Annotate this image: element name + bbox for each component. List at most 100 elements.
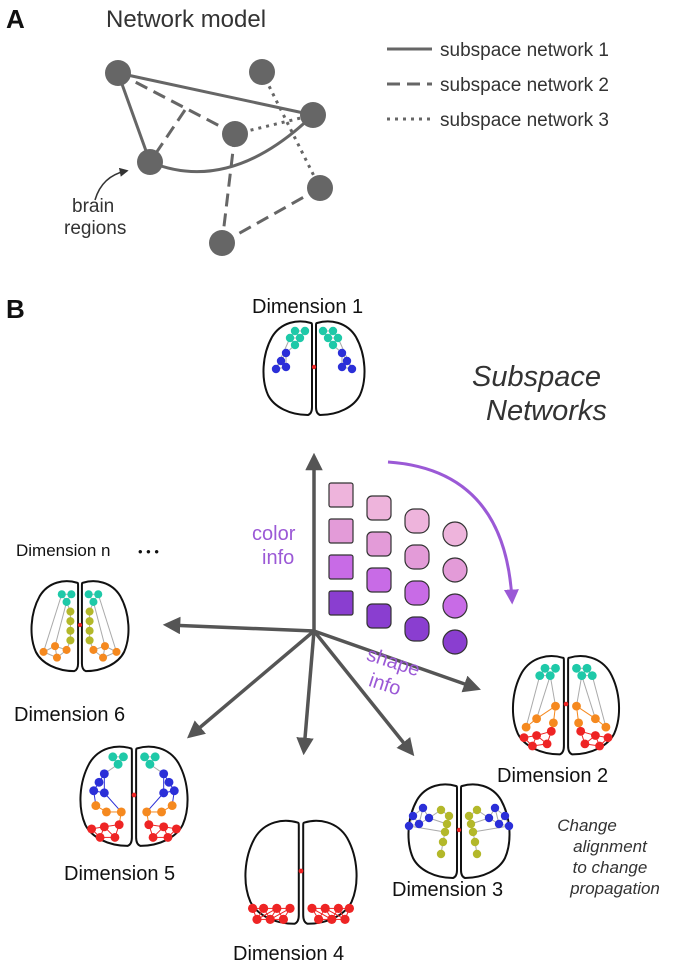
- stimulus-shape: [442, 629, 468, 655]
- brain-region-node: [494, 819, 504, 829]
- brain-region-node: [159, 769, 169, 779]
- brain-region-node: [113, 759, 123, 769]
- brain-region-node: [320, 903, 330, 914]
- stimulus-shape: [442, 557, 468, 583]
- brain-region-node: [62, 597, 71, 606]
- stimulus-shape: [328, 482, 354, 508]
- brain-region-node: [470, 837, 480, 847]
- stimulus-grid: [328, 482, 468, 655]
- brain-region-node: [164, 777, 174, 787]
- brain-region-node: [468, 827, 478, 837]
- stimulus-shape: [442, 593, 468, 619]
- brain-region-node: [603, 733, 613, 743]
- brain-region-node: [157, 807, 167, 817]
- brain-region-node: [313, 914, 324, 925]
- brain-region-node: [281, 348, 291, 358]
- stimulus-shape: [404, 544, 430, 570]
- brain-region-node: [442, 819, 452, 829]
- connection: [581, 675, 596, 719]
- color-info-line-2: info: [262, 547, 294, 569]
- label-dimension-6: Dimension 6: [14, 704, 125, 726]
- stimulus-shape: [328, 590, 354, 616]
- label-dimension-1: Dimension 1: [252, 296, 363, 318]
- legend-label-1: subspace network 1: [440, 40, 609, 61]
- edge-solid-2: [116, 72, 152, 163]
- connection: [536, 675, 551, 719]
- node: [137, 149, 163, 175]
- brain-region-node: [142, 807, 152, 817]
- color-info-line-1: color: [252, 523, 296, 545]
- brain-region-node: [94, 777, 104, 787]
- brain-region-node: [91, 801, 101, 811]
- brain-region-node: [337, 348, 347, 358]
- brain-region-node: [323, 333, 333, 343]
- brain-region-node: [424, 813, 434, 823]
- connection: [43, 594, 63, 653]
- stimulus-shape: [366, 531, 392, 557]
- connection: [576, 675, 583, 707]
- connection: [525, 675, 541, 728]
- brain-region-node: [438, 837, 448, 847]
- brain-region-node: [57, 590, 66, 599]
- brain-region-node: [472, 805, 482, 815]
- axis-arrow-d5: [186, 629, 316, 739]
- right-hemisphere: [460, 783, 511, 880]
- brain-region-node: [85, 607, 94, 616]
- brain-region-node: [572, 701, 581, 711]
- network-edges: [116, 71, 322, 245]
- brain-region-node: [85, 617, 94, 626]
- brain-region-node: [87, 824, 97, 834]
- brain-region-node: [576, 726, 586, 736]
- brain-region-node: [51, 642, 60, 651]
- brain-region-node: [265, 914, 275, 925]
- brain-dimension-6: [30, 580, 130, 673]
- brain-region-node: [532, 714, 542, 724]
- brain-region-node: [519, 733, 529, 743]
- brain-region-node: [472, 849, 482, 859]
- subspace-title-line-1: Subspace: [472, 361, 601, 393]
- stimulus-shape: [328, 554, 354, 580]
- brain-region-node: [342, 356, 352, 366]
- edge-solid-1: [117, 71, 314, 117]
- connection: [549, 675, 556, 707]
- brain-region-node: [66, 626, 75, 635]
- brain-region-node: [484, 813, 494, 823]
- brain-region-node: [327, 914, 337, 925]
- stimulus-shape: [328, 518, 354, 544]
- stimulus-shape: [442, 521, 468, 547]
- network-nodes: [105, 59, 333, 256]
- connection: [54, 601, 68, 647]
- brain-region-node: [281, 362, 291, 372]
- brain-region-node: [590, 714, 600, 724]
- brain-region-node: [148, 832, 158, 842]
- note-line-1: Change: [557, 816, 617, 835]
- brain-region-node: [66, 607, 75, 616]
- brain-region-node: [285, 903, 295, 914]
- brain-region-node: [163, 832, 173, 842]
- brain-region-node: [99, 653, 108, 662]
- node: [300, 102, 326, 128]
- brain-region-node: [62, 645, 71, 654]
- brain-region-node: [290, 340, 300, 350]
- brain-region-node: [521, 722, 531, 732]
- label-dimension-4: Dimension 4: [233, 943, 344, 965]
- brain-region-node: [587, 671, 597, 681]
- brain-region-node: [408, 811, 418, 821]
- node: [249, 59, 275, 85]
- brain-region-node: [333, 333, 343, 343]
- brain-region-node: [582, 663, 592, 673]
- brain-region-node: [318, 326, 328, 336]
- brain-region-node: [99, 788, 109, 798]
- brain-region-node: [436, 805, 446, 815]
- brain-region-node: [89, 645, 98, 654]
- brain-region-node: [89, 786, 99, 796]
- annotation-arrow: [94, 167, 129, 201]
- brain-region-node: [247, 903, 258, 914]
- connection: [472, 825, 510, 833]
- axis-arrow-d4: [296, 630, 316, 756]
- stimulus-shape: [404, 508, 430, 534]
- brain-region-node: [466, 819, 476, 829]
- brain-region-node: [444, 811, 454, 821]
- label-dimension-n: Dimension n: [16, 541, 111, 560]
- rotation-arrow: [387, 460, 519, 605]
